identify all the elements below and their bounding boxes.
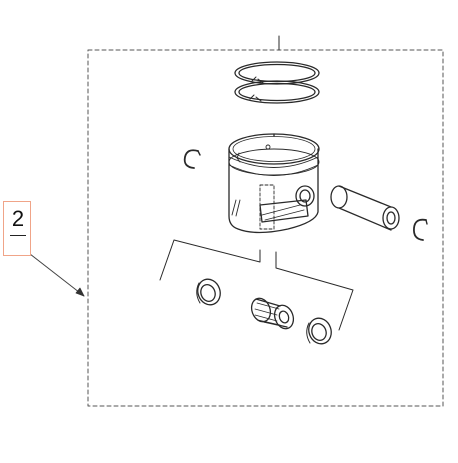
bearing-group-bracket: [159, 239, 354, 331]
circlip-right: [413, 218, 428, 241]
thrust-washer-right: [306, 317, 332, 345]
callout-underline: [10, 235, 26, 236]
assembly-frame: [87, 49, 444, 407]
circlip-left: [183, 149, 201, 169]
piston-ring-lower: [234, 80, 320, 104]
needle-bearing: [250, 297, 295, 330]
part-callout-box: 2: [3, 201, 31, 256]
piston-pin: [330, 185, 400, 231]
callout-leader-arrow: [29, 253, 85, 297]
piston: [228, 133, 320, 234]
thrust-washer-left: [196, 278, 221, 306]
part-number-label: 2: [11, 206, 25, 231]
